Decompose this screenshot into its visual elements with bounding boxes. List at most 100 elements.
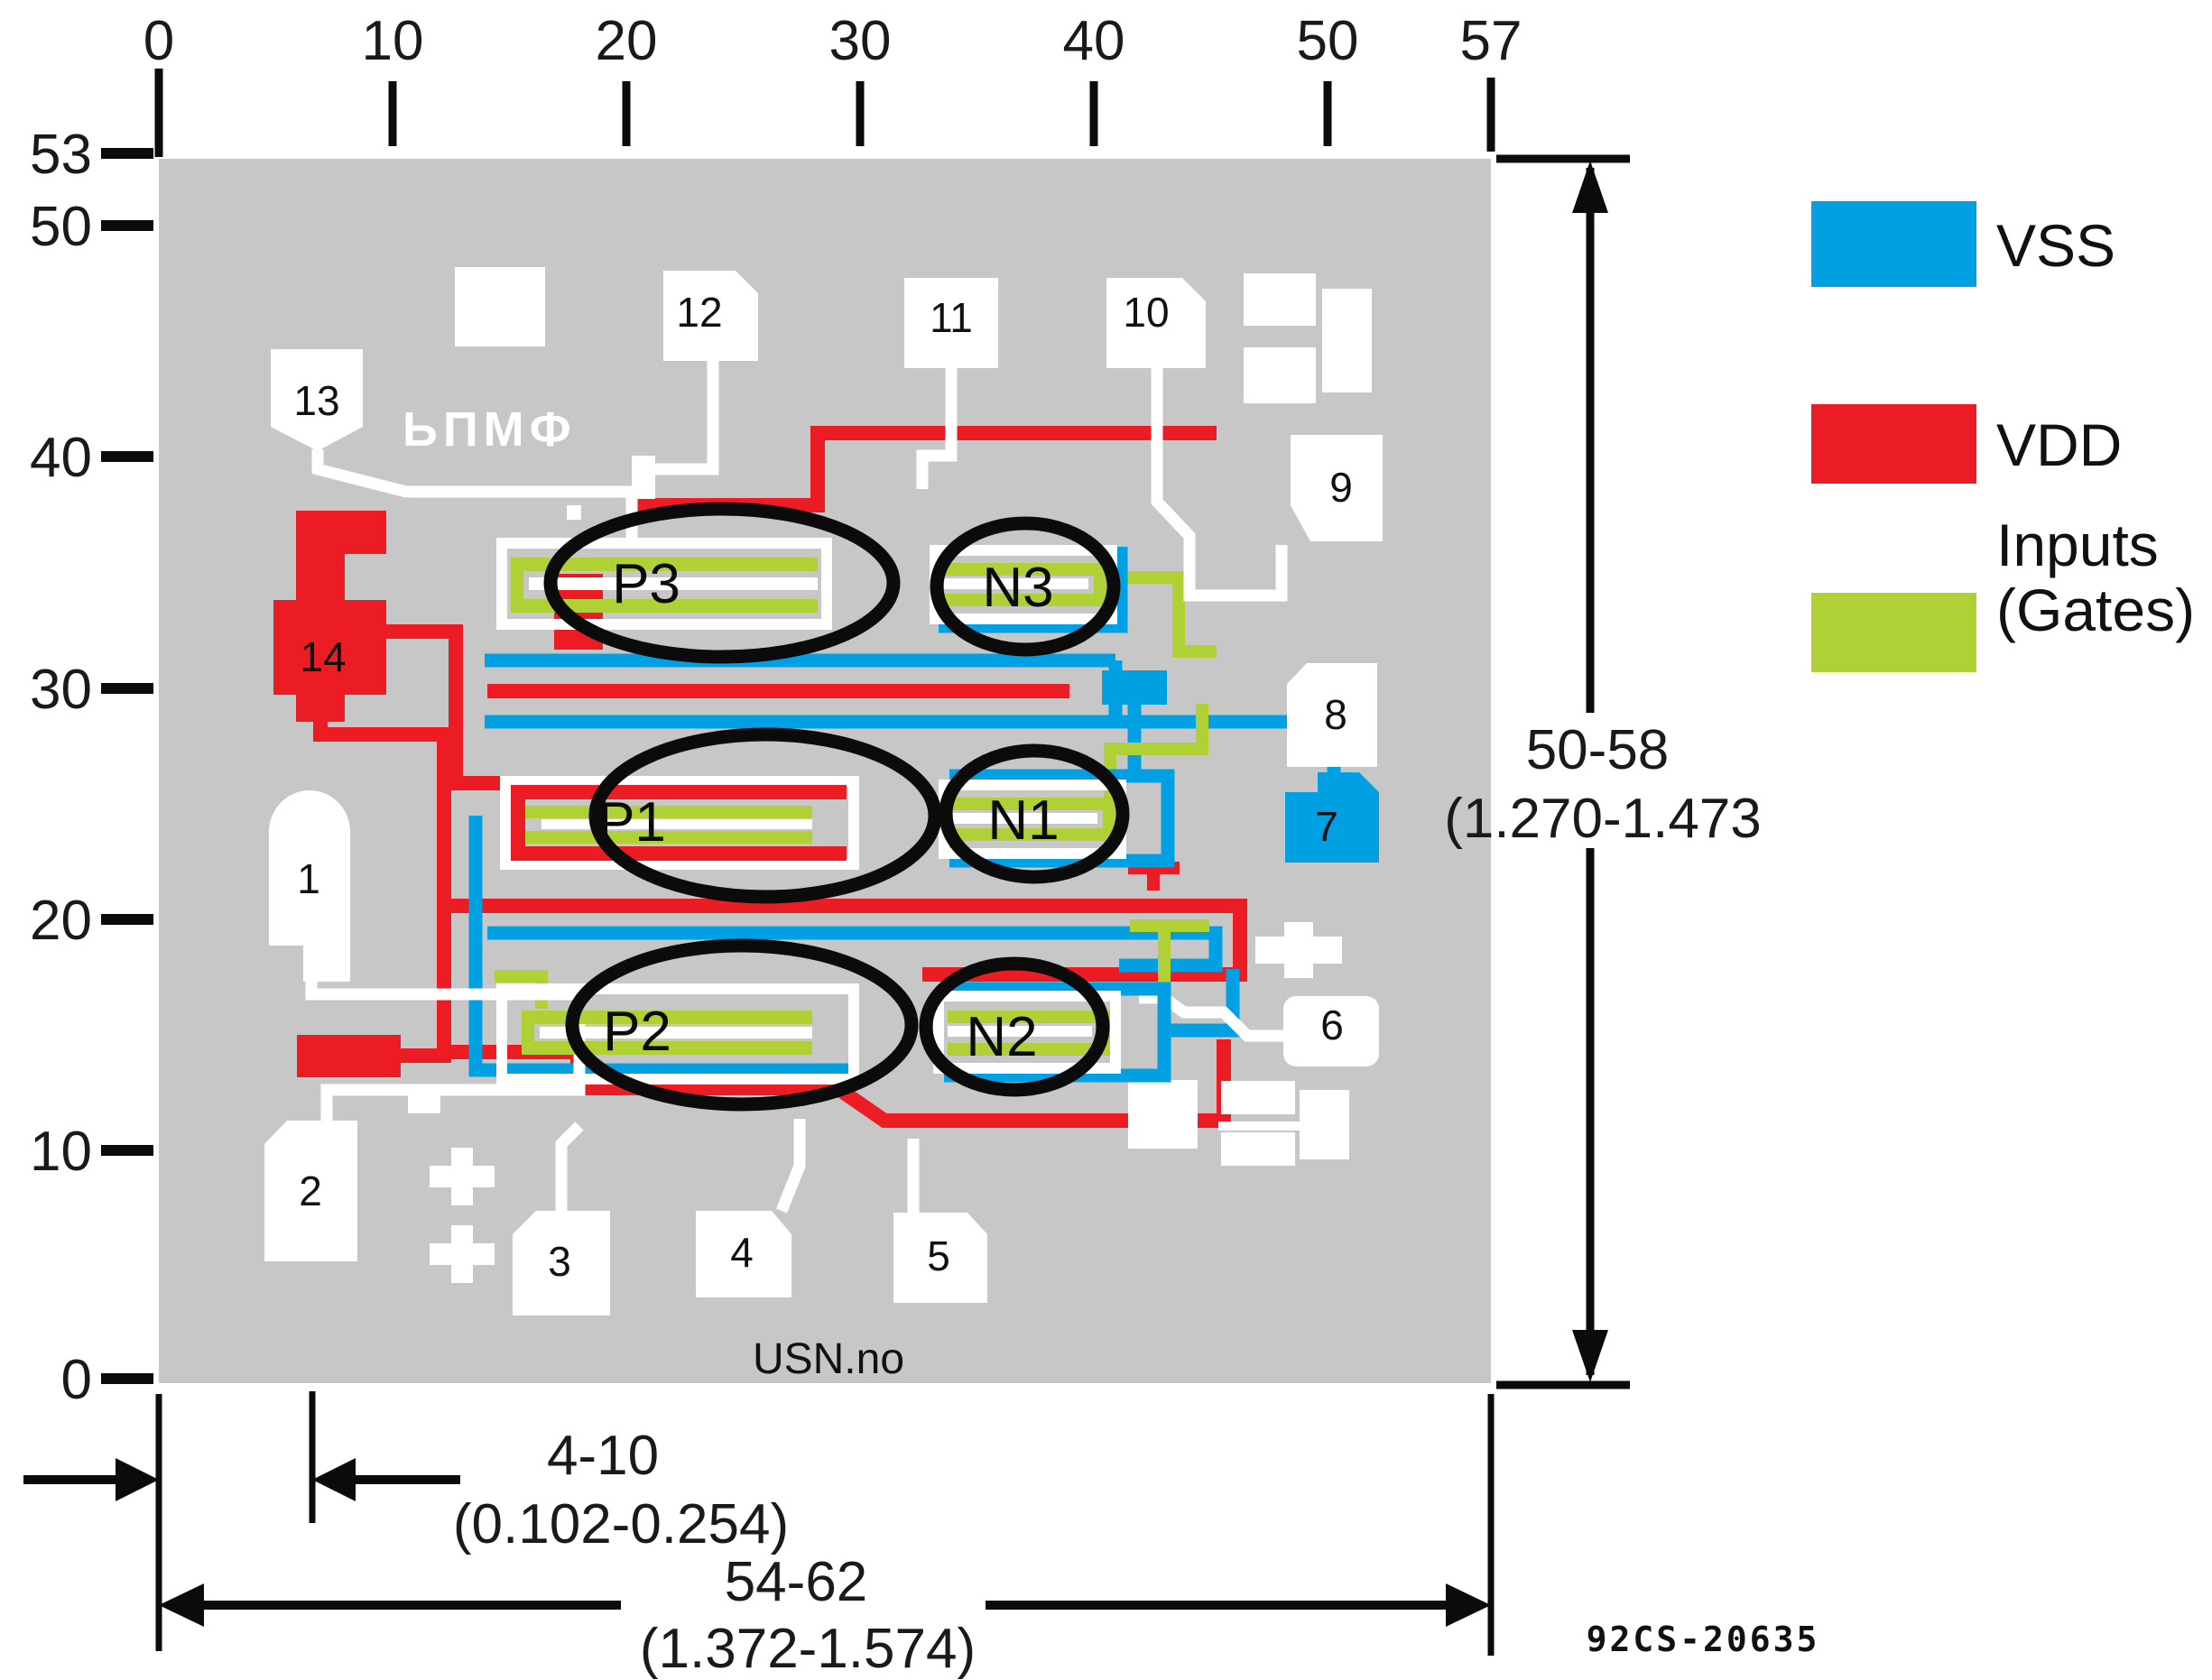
pad-11-shape bbox=[904, 278, 998, 368]
dim-height-arrow-down bbox=[1572, 1330, 1608, 1382]
legend-label-vdd: VDD bbox=[1996, 411, 2122, 478]
n2-gate-finger-2 bbox=[948, 1043, 1108, 1056]
pad-7-vss-pad-shape bbox=[1285, 772, 1379, 863]
metal-small-dot bbox=[567, 505, 581, 520]
transistor-p1-region bbox=[500, 776, 859, 870]
metal-small-square bbox=[408, 1088, 440, 1113]
ruler-left-label-50: 50 bbox=[30, 196, 92, 258]
p2-source-bar bbox=[540, 1027, 812, 1038]
p1-gate-finger-1 bbox=[525, 806, 812, 818]
metal-pad10-tail bbox=[1151, 368, 1288, 602]
legend-swatch-inputs bbox=[1811, 593, 1976, 672]
p1-outline bbox=[500, 776, 859, 870]
dim-height-value: 50-58 bbox=[1526, 719, 1670, 781]
p3-source-bar bbox=[529, 577, 818, 590]
vss-left-spine bbox=[468, 816, 857, 1077]
n2-gate-finger-1 bbox=[948, 1011, 1108, 1023]
pad-13-shape bbox=[271, 349, 363, 451]
n2-vss-wrap bbox=[944, 982, 1171, 1083]
label-p3: P3 bbox=[612, 553, 680, 615]
n1-gate-finger-1 bbox=[953, 798, 1114, 810]
alignment-cross-left-2 bbox=[430, 1225, 495, 1283]
ruler-left-ticks bbox=[101, 148, 153, 1384]
p3-outline bbox=[496, 538, 832, 630]
transistor-p3-region bbox=[496, 538, 832, 630]
pad-unlabeled-topright-1 bbox=[1244, 273, 1316, 326]
pad-8-shape bbox=[1287, 663, 1377, 767]
bond-pads bbox=[264, 267, 1383, 1315]
vdd-left-spine bbox=[313, 718, 451, 1063]
pad-5-label: 5 bbox=[927, 1232, 950, 1279]
pad-14-vdd-pad-shape bbox=[273, 511, 386, 722]
ruler-left-label-40: 40 bbox=[30, 427, 92, 489]
alignment-cross-left-1 bbox=[430, 1148, 495, 1205]
p2-gate-finger-1 bbox=[522, 1011, 812, 1024]
pad-9-shape bbox=[1291, 435, 1383, 541]
pad-bottomright-link bbox=[1218, 1122, 1349, 1131]
dim-width-alt: (1.372-1.574) bbox=[640, 1618, 976, 1680]
pad-4-shape bbox=[696, 1211, 791, 1297]
dim-height-alt: (1.270-1.473 bbox=[1444, 788, 1762, 850]
ruler-top-label-30: 30 bbox=[829, 10, 892, 72]
n3-vss-wrap bbox=[939, 547, 1128, 633]
pad-3-shape bbox=[513, 1211, 610, 1315]
vdd-mid-lower-bus bbox=[444, 899, 1247, 982]
pad-labels: 1 2 3 4 5 6 7 8 9 10 11 12 13 14 bbox=[293, 289, 1352, 1285]
dimension-height: 50-58 (1.270-1.473 bbox=[1444, 154, 1762, 1389]
p2-gate-finger-2 bbox=[522, 1041, 812, 1055]
vdd-p1-entry bbox=[386, 624, 511, 790]
pad-5-shape bbox=[893, 1213, 987, 1303]
dim-height-arrow-up bbox=[1572, 161, 1608, 213]
pad-unlabeled-topright-3 bbox=[1322, 289, 1372, 392]
n1-gate-link bbox=[1103, 798, 1115, 841]
ruler-top-label-50: 50 bbox=[1297, 10, 1359, 72]
watermark-text: USN.no bbox=[753, 1335, 904, 1383]
legend: VSS VDD Inputs (Gates) bbox=[1811, 201, 2195, 672]
ruler-top-label-20: 20 bbox=[596, 10, 658, 72]
n1-gate-finger-2 bbox=[953, 828, 1114, 841]
ruler-left-label-30: 30 bbox=[30, 659, 92, 721]
pad-12-shape bbox=[663, 271, 758, 361]
transistor-p2-region bbox=[496, 983, 859, 1085]
ellipse-p2 bbox=[565, 938, 919, 1112]
dim-width-arrow-right bbox=[1446, 1583, 1491, 1627]
pad-6-label: 6 bbox=[1320, 1002, 1344, 1048]
ruler-top: 0 10 20 30 40 50 57 bbox=[143, 10, 1522, 157]
vss-n2-riser bbox=[1170, 969, 1240, 1038]
pad-7-label: 7 bbox=[1315, 803, 1338, 850]
pad-1-label: 1 bbox=[297, 855, 320, 902]
p1-vdd-fingers bbox=[511, 785, 847, 861]
pad-2-label: 2 bbox=[299, 1168, 322, 1214]
ruler-top-label-40: 40 bbox=[1063, 10, 1125, 72]
p1-gate-finger-2 bbox=[525, 831, 812, 844]
pad-unlabeled-bottomright-2 bbox=[1221, 1081, 1295, 1114]
dimension-pad-offset: 4-10 (0.102-0.254) bbox=[23, 1391, 789, 1651]
pad-13-label: 13 bbox=[293, 377, 339, 424]
label-p1: P1 bbox=[597, 791, 666, 854]
p3-gate-finger-2 bbox=[511, 599, 818, 613]
vdd-left-edge-block bbox=[297, 1035, 401, 1077]
pad-10-shape bbox=[1106, 278, 1206, 368]
dim-width-value: 54-62 bbox=[725, 1551, 868, 1613]
metal-small-bar bbox=[632, 456, 655, 499]
pad-unlabeled-top bbox=[455, 267, 545, 346]
p3-gate-finger-1 bbox=[511, 558, 818, 571]
ruler-top-label-10: 10 bbox=[362, 10, 424, 72]
pad-4-label: 4 bbox=[730, 1229, 754, 1276]
label-n2: N2 bbox=[966, 1006, 1037, 1068]
dim-width-arrow-left bbox=[159, 1583, 204, 1627]
n1-vss-wrap bbox=[949, 769, 1175, 868]
pad-14-label: 14 bbox=[300, 633, 346, 680]
dim-pad-arrow-left-tip bbox=[312, 1458, 356, 1501]
pad-1-shape bbox=[269, 790, 350, 982]
transistor-n2-region bbox=[933, 982, 1171, 1083]
pad-unlabeled-bottomright-1 bbox=[1128, 1080, 1198, 1149]
n3-gate-finger-1 bbox=[944, 563, 1105, 576]
mask-artwork-glyphs: ЬПМФ bbox=[403, 402, 577, 457]
n3-source-bar bbox=[944, 578, 1088, 589]
pad-12-label: 12 bbox=[676, 289, 722, 336]
ruler-top-label-0: 0 bbox=[143, 10, 174, 72]
n3-gate-link bbox=[1094, 563, 1106, 606]
pad-3-label: 3 bbox=[548, 1238, 571, 1285]
